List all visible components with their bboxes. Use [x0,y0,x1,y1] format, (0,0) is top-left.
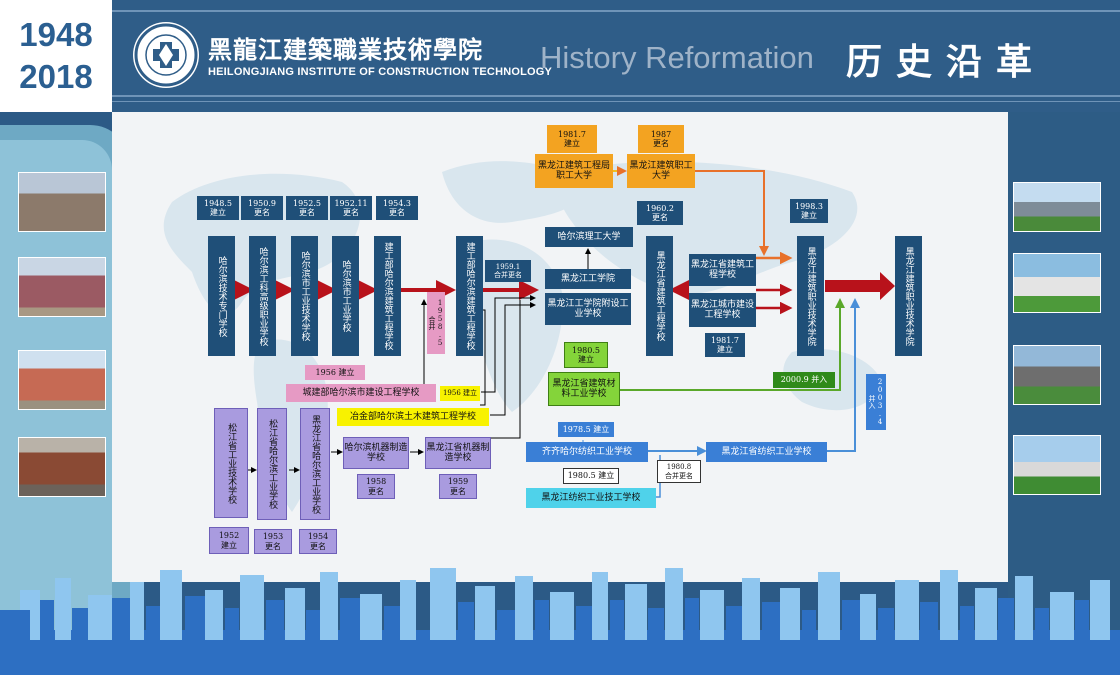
date-tag-1956: 1956 建立 [305,365,365,380]
school-box: 哈尔滨工科高级职业学校 [249,236,276,356]
school-box-city-eng: 黑龙江城市建设工程学校 [689,293,756,327]
school-box-hrb-science: 哈尔滨理工大学 [545,227,633,247]
merge-2003-tag: 2003.4 并入 [866,374,886,430]
school-box-eng-worker: 黑龙江省建筑工程学校 [689,254,756,286]
school-box: 松江省哈尔滨工业学校 [257,408,287,520]
school-box-vocational: 黑龙江建筑职业技术学院 [797,236,824,356]
school-box-workers-univ-2: 黑龙江建筑职工大学 [627,154,695,188]
school-box: 建工部哈尔滨建筑工程学校 [456,236,483,356]
school-box-hlj-eng: 黑龙江工学院 [545,269,631,289]
school-box-provincial: 黑龙江省建筑工程学校 [646,236,673,356]
merge-2000-tag: 2000.9 并入 [773,372,835,388]
date-tag-1978: 1978.5 建立 [558,422,614,437]
date-tag-1956b: 1956 建立 [440,386,480,401]
school-box-building-materials: 黑龙江省建筑材料工业学校 [548,372,620,406]
school-box: 哈尔滨技术专门学校 [208,236,235,356]
school-box-city-gov: 城建部哈尔滨市建设工程学校 [286,384,436,402]
school-box-metal: 冶金部哈尔滨土木建筑工程学校 [337,408,489,426]
school-box: 黑龙江省哈尔滨工业学校 [300,408,330,520]
school-box-qqhr-textile: 齐齐哈尔纺织工业学校 [526,442,648,462]
city-skyline [0,560,1120,675]
date-tag-1980: 1980.5 建立 [563,468,619,484]
school-box-workers-univ-1: 黑龙江建筑工程局职工大学 [535,154,613,188]
school-box-machine-2: 黑龙江省机器制造学校 [425,437,491,469]
school-box: 哈尔滨市工业技术学校 [291,236,318,356]
school-box-final: 黑龙江建筑职业技术学院 [895,236,922,356]
school-box-hlj-textile: 黑龙江省纺织工业学校 [706,442,827,462]
merge-1958-tag: 1958.5 合并 [427,292,445,354]
school-box: 哈尔滨市工业学校 [332,236,359,356]
school-box-hlj-eng-attached: 黑龙江工学院附设工业学校 [545,293,631,325]
school-box: 松江省工业技术学校 [214,408,248,518]
school-box-textile-tech: 黑龙江纺织工业技工学校 [526,488,656,508]
school-box-machine-1: 哈尔滨机器制造学校 [343,437,409,469]
school-box: 建工部哈尔滨建筑工程学校 [374,236,401,356]
